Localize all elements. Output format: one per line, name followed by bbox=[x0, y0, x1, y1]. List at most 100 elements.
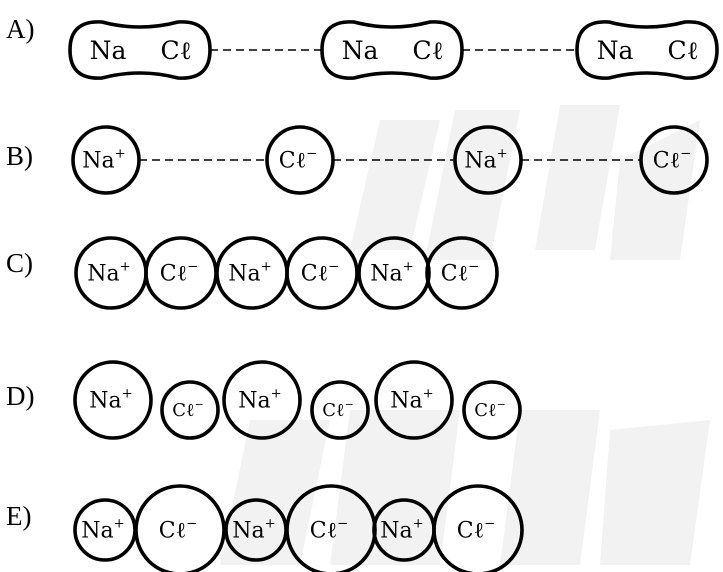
ion-na-charge: + bbox=[497, 147, 508, 162]
ion-na: Na+ bbox=[374, 360, 454, 440]
molecule-outline bbox=[68, 20, 212, 80]
ion-cl-charge: − bbox=[328, 260, 339, 275]
ion-cl-symbol: Cℓ− bbox=[159, 517, 197, 544]
ion-na-symbol: Na+ bbox=[81, 517, 124, 544]
ion-na-symbol: Na+ bbox=[370, 260, 413, 287]
ion-na: Na+ bbox=[71, 125, 141, 195]
ion-cl: Cℓ− bbox=[310, 380, 370, 440]
ion-cl: Cℓ− bbox=[432, 484, 524, 572]
option-label: A) bbox=[6, 14, 35, 44]
nacl-molecule: Na Cℓ bbox=[575, 20, 719, 80]
ion-cl-circle bbox=[285, 236, 359, 310]
ion-cl-symbol: Cℓ− bbox=[172, 398, 203, 421]
ion-na-charge: + bbox=[265, 517, 276, 532]
ion-cl-symbol: Cℓ− bbox=[457, 517, 495, 544]
ion-na-symbol: Na+ bbox=[390, 387, 433, 414]
ion-cl: Cℓ− bbox=[285, 484, 377, 572]
ion-cl-symbol: Cℓ− bbox=[653, 147, 691, 174]
ion-na-circle bbox=[357, 236, 431, 310]
atom-cl: Cℓ bbox=[667, 36, 698, 65]
nacl-molecule: Na Cℓ bbox=[68, 20, 212, 80]
ion-na-symbol: Na+ bbox=[89, 387, 132, 414]
ion-cl-circle bbox=[310, 380, 370, 440]
option-b: B) Na+ Cℓ− Na+ Cℓ− bbox=[6, 125, 709, 195]
ion-cl-symbol: Cℓ− bbox=[441, 260, 479, 287]
ion-na-charge: + bbox=[122, 387, 133, 402]
molecule-outline bbox=[575, 20, 719, 80]
ion-na-symbol: Na+ bbox=[82, 147, 125, 174]
ion-cl-charge: − bbox=[345, 398, 354, 411]
ion-na: Na+ bbox=[73, 498, 137, 562]
ion-cl-circle bbox=[432, 484, 524, 572]
option-label: D) bbox=[6, 381, 35, 411]
ion-cl-charge: − bbox=[680, 147, 691, 162]
option-d: D) Na+ Cℓ− Na+ Cℓ− Na+ Cℓ− bbox=[6, 360, 522, 440]
ion-na-symbol: Na+ bbox=[380, 517, 423, 544]
ion-na-charge: + bbox=[413, 517, 424, 532]
ion-na-circle bbox=[374, 360, 454, 440]
ion-na-charge: + bbox=[271, 387, 282, 402]
molecule-outline bbox=[320, 20, 464, 80]
ion-cl-symbol: Cℓ− bbox=[279, 147, 317, 174]
ion-cl: Cℓ− bbox=[265, 125, 335, 195]
ion-cl: Cℓ− bbox=[285, 236, 359, 310]
ion-cl-symbol: Cℓ− bbox=[160, 260, 198, 287]
ion-na: Na+ bbox=[73, 360, 153, 440]
atom-na: Na bbox=[597, 36, 634, 65]
atom-cl: Cℓ bbox=[160, 36, 191, 65]
ion-cl-circle bbox=[160, 380, 220, 440]
option-label: C) bbox=[6, 248, 33, 278]
option-c: C) Na+ Cℓ− Na+ Cℓ− Na+ Cℓ− bbox=[6, 236, 499, 310]
ion-cl-charge: − bbox=[337, 517, 348, 532]
ion-na: Na+ bbox=[224, 498, 288, 562]
ion-cl: Cℓ− bbox=[639, 125, 709, 195]
ion-cl: Cℓ− bbox=[425, 236, 499, 310]
ion-na: Na+ bbox=[372, 498, 436, 562]
ion-cl-symbol: Cℓ− bbox=[474, 398, 505, 421]
atom-na: Na bbox=[342, 36, 379, 65]
ion-na: Na+ bbox=[222, 360, 302, 440]
atom-cl: Cℓ bbox=[412, 36, 443, 65]
ion-na-charge: + bbox=[114, 517, 125, 532]
ion-cl-circle bbox=[462, 380, 522, 440]
ion-cl-symbol: Cℓ− bbox=[322, 398, 353, 421]
ion-na-charge: + bbox=[115, 147, 126, 162]
ion-cl-symbol: Cℓ− bbox=[301, 260, 339, 287]
ion-cl-charge: − bbox=[306, 147, 317, 162]
ion-cl-charge: − bbox=[484, 517, 495, 532]
ion-na: Na+ bbox=[215, 236, 289, 310]
ion-cl-charge: − bbox=[187, 260, 198, 275]
option-a: A) Na Cℓ Na Cℓ Na Cℓ bbox=[6, 14, 719, 80]
option-label: B) bbox=[6, 141, 33, 171]
ion-cl-circle bbox=[134, 484, 226, 572]
atom-na: Na bbox=[90, 36, 127, 65]
ion-na-charge: + bbox=[261, 260, 272, 275]
nacl-molecule: Na Cℓ bbox=[320, 20, 464, 80]
ion-na: Na+ bbox=[357, 236, 431, 310]
ion-na: Na+ bbox=[453, 125, 523, 195]
option-label: E) bbox=[6, 501, 31, 531]
ion-cl-circle bbox=[425, 236, 499, 310]
ion-cl: Cℓ− bbox=[134, 484, 226, 572]
ion-cl-charge: − bbox=[497, 398, 506, 411]
ion-na-symbol: Na+ bbox=[87, 260, 130, 287]
ion-na-circle bbox=[73, 360, 153, 440]
ion-cl-circle bbox=[639, 125, 709, 195]
ion-na-charge: + bbox=[423, 387, 434, 402]
ion-na-symbol: Na+ bbox=[464, 147, 507, 174]
ion-cl-charge: − bbox=[468, 260, 479, 275]
ion-cl: Cℓ− bbox=[462, 380, 522, 440]
ion-cl: Cℓ− bbox=[160, 380, 220, 440]
ion-cl-charge: − bbox=[195, 398, 204, 411]
ion-na-charge: + bbox=[403, 260, 414, 275]
ion-na-charge: + bbox=[120, 260, 131, 275]
ion-cl-charge: − bbox=[186, 517, 197, 532]
ion-na-symbol: Na+ bbox=[238, 387, 281, 414]
ion-na-circle bbox=[222, 360, 302, 440]
option-e: E) Na+ Cℓ− Na+ Cℓ− Na+ Cℓ− bbox=[6, 484, 524, 572]
ion-na-symbol: Na+ bbox=[232, 517, 275, 544]
ion-cl-symbol: Cℓ− bbox=[310, 517, 348, 544]
ion-cl: Cℓ− bbox=[144, 236, 218, 310]
